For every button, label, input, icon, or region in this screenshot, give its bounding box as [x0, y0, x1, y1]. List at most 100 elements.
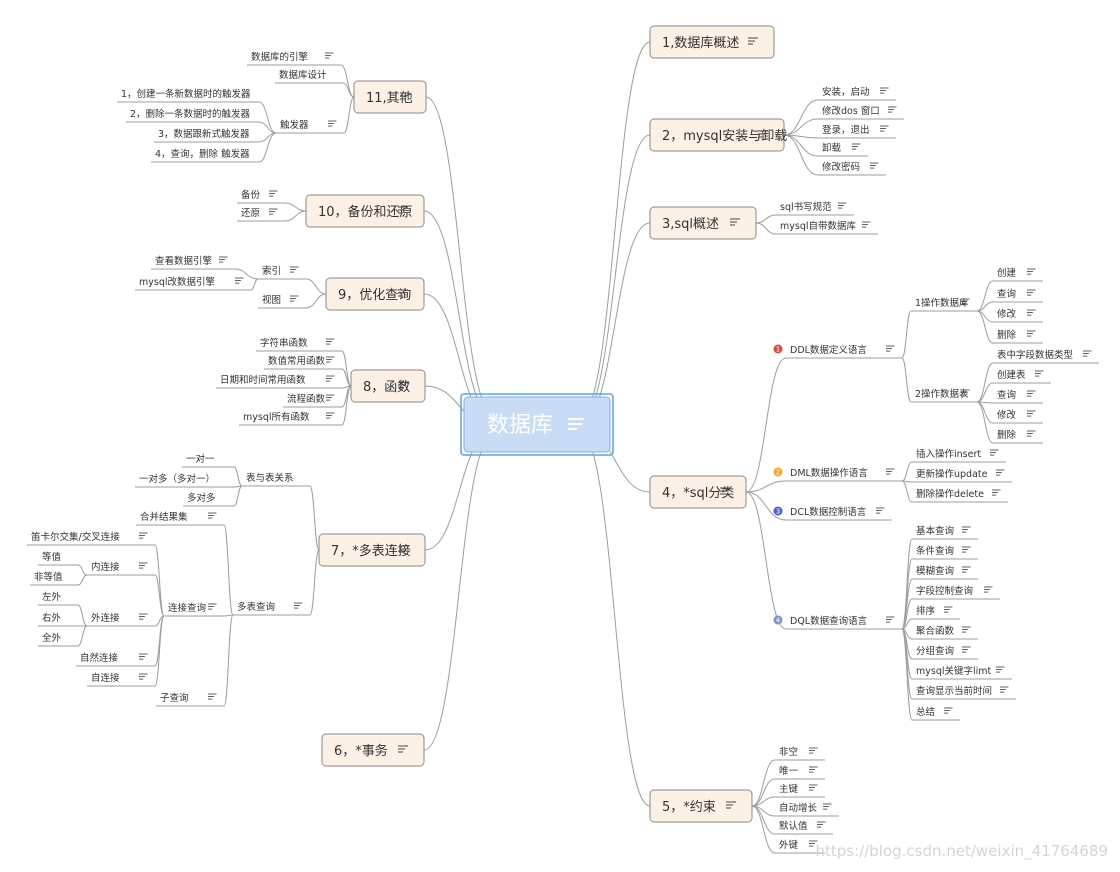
note-icon[interactable]	[962, 626, 971, 633]
subtopic-自连接[interactable]: 自连接	[87, 672, 155, 687]
subtopic-等值[interactable]: 等值	[38, 551, 78, 566]
subtopic-修改dos-窗口[interactable]: 修改dos 窗口	[818, 105, 904, 120]
note-icon[interactable]	[809, 766, 818, 773]
subtopic-还原[interactable]: 还原	[237, 207, 285, 222]
note-icon[interactable]	[758, 130, 768, 138]
note-icon[interactable]	[992, 489, 1001, 496]
subtopic-左外[interactable]: 左外	[38, 591, 78, 606]
subtopic-外连接[interactable]: 外连接	[87, 612, 155, 627]
note-icon[interactable]	[139, 673, 148, 680]
note-icon[interactable]	[326, 375, 335, 382]
subtopic-子查询[interactable]: 子查询	[156, 692, 224, 707]
note-icon[interactable]	[235, 277, 244, 284]
subtopic-卸载[interactable]: 卸载	[818, 142, 868, 157]
subtopic-1操作数据库[interactable]: 1操作数据库	[911, 297, 977, 312]
subtopic-3-数据跟新式触发器[interactable]: 3，数据跟新式触发器	[154, 128, 259, 143]
subtopic-合并结果集[interactable]: 合并结果集	[136, 511, 224, 526]
note-icon[interactable]	[880, 125, 889, 132]
subtopic-查看数据引擎[interactable]: 查看数据引擎	[151, 255, 235, 270]
note-icon[interactable]	[862, 221, 871, 228]
subtopic-数据库的引擎[interactable]: 数据库的引擎	[247, 51, 341, 66]
note-icon[interactable]	[1035, 370, 1044, 377]
subtopic-条件查询[interactable]: 条件查询	[912, 545, 978, 560]
subtopic-字符串函数[interactable]: 字符串函数	[256, 337, 342, 352]
subtopic-基本查询[interactable]: 基本查询	[912, 525, 978, 540]
note-icon[interactable]	[823, 803, 832, 810]
subtopic-自动增长[interactable]: 自动增长	[775, 802, 839, 817]
note-icon[interactable]	[1027, 289, 1036, 296]
note-icon[interactable]	[325, 52, 334, 59]
note-icon[interactable]	[326, 356, 335, 363]
note-icon[interactable]	[1083, 350, 1092, 357]
note-icon[interactable]	[838, 202, 847, 209]
note-icon[interactable]	[139, 653, 148, 660]
subtopic-删除[interactable]: 删除	[993, 329, 1043, 344]
note-icon[interactable]	[720, 487, 730, 495]
note-icon[interactable]	[962, 566, 971, 573]
subtopic-更新操作update[interactable]: 更新操作update	[912, 468, 1012, 483]
note-icon[interactable]	[809, 840, 818, 847]
subtopic-2-删除一条数据时的触发器[interactable]: 2，删除一条数据时的触发器	[126, 108, 259, 123]
note-icon[interactable]	[886, 616, 895, 623]
note-icon[interactable]	[400, 92, 410, 100]
subtopic-自然连接[interactable]: 自然连接	[76, 652, 155, 667]
main-topic-11-其他[interactable]	[353, 80, 427, 114]
subtopic-数据库设计[interactable]: 数据库设计	[275, 69, 343, 84]
note-icon[interactable]	[1027, 410, 1036, 417]
main-topic-8-函数[interactable]	[350, 369, 426, 403]
subtopic-内连接[interactable]: 内连接	[87, 561, 155, 576]
subtopic-模糊查询[interactable]: 模糊查询	[912, 565, 978, 580]
main-topic-2-mysql安装与卸载[interactable]	[649, 118, 785, 152]
note-icon[interactable]	[294, 602, 303, 609]
note-icon[interactable]	[886, 468, 895, 475]
note-icon[interactable]	[880, 87, 889, 94]
note-icon[interactable]	[996, 666, 1005, 673]
subtopic-非空[interactable]: 非空	[775, 746, 825, 761]
main-topic-5-约束[interactable]	[649, 789, 753, 823]
subtopic-外键[interactable]: 外键	[775, 839, 825, 854]
note-icon[interactable]	[290, 295, 299, 302]
note-icon[interactable]	[962, 646, 971, 653]
note-icon[interactable]	[1027, 390, 1036, 397]
subtopic-创建[interactable]: 创建	[993, 267, 1043, 282]
note-icon[interactable]	[398, 206, 408, 214]
subtopic-4-查询-删除-触发器[interactable]: 4，查询，删除 触发器	[151, 148, 259, 163]
note-icon[interactable]	[139, 562, 148, 569]
note-icon[interactable]	[944, 606, 953, 613]
subtopic-查询[interactable]: 查询	[993, 389, 1043, 404]
main-topic-3-sql概述[interactable]	[649, 206, 757, 240]
subtopic-字段控制查询[interactable]: 字段控制查询	[912, 585, 1000, 600]
note-icon[interactable]	[1027, 309, 1036, 316]
note-icon[interactable]	[326, 412, 335, 419]
subtopic-表与表关系[interactable]: 表与表关系	[242, 472, 310, 487]
note-icon[interactable]	[990, 449, 999, 456]
subtopic-连接查询[interactable]: 连接查询	[164, 602, 224, 617]
note-icon[interactable]	[876, 507, 885, 514]
note-icon[interactable]	[809, 747, 818, 754]
note-icon[interactable]	[219, 256, 228, 263]
note-icon[interactable]	[399, 381, 409, 389]
main-topic-10-备份和还原[interactable]	[305, 194, 425, 228]
note-icon[interactable]	[817, 821, 826, 828]
subtopic-表中字段数据类型[interactable]: 表中字段数据类型	[993, 349, 1099, 364]
subtopic-笛卡尔交集-交叉连接[interactable]: 笛卡尔交集/交叉连接	[27, 531, 155, 546]
note-icon[interactable]	[208, 603, 217, 610]
note-icon[interactable]	[870, 162, 879, 169]
subtopic-视图[interactable]: 视图	[258, 294, 306, 309]
main-topic-7-多表连接[interactable]	[318, 533, 426, 567]
note-icon[interactable]	[730, 218, 740, 226]
note-icon[interactable]	[748, 37, 758, 45]
subtopic-查询[interactable]: 查询	[993, 288, 1043, 303]
note-icon[interactable]	[962, 526, 971, 533]
subtopic-数值常用函数[interactable]: 数值常用函数	[264, 355, 342, 370]
subtopic-默认值[interactable]: 默认值	[775, 820, 833, 835]
main-topic-4-sql分类[interactable]	[649, 475, 747, 509]
center-topic[interactable]	[463, 396, 611, 453]
note-icon[interactable]	[208, 512, 217, 519]
subtopic-mysql所有函数[interactable]: mysql所有函数	[239, 411, 342, 426]
subtopic-总结[interactable]: 总结	[912, 706, 960, 721]
note-icon[interactable]	[1027, 268, 1036, 275]
subtopic-删除[interactable]: 删除	[993, 429, 1043, 444]
subtopic-创建表[interactable]: 创建表	[993, 369, 1051, 384]
subtopic-mysql改数据引擎[interactable]: mysql改数据引擎	[135, 276, 251, 291]
